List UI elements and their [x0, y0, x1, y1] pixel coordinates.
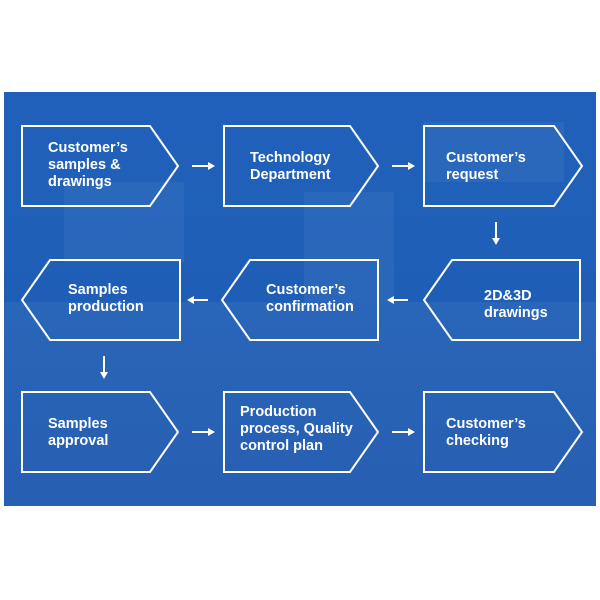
step-label-7: Samples approval: [48, 416, 108, 450]
step-shape-5: [220, 259, 379, 341]
step-8-line-2: process, Quality: [240, 421, 353, 437]
step-shape-7: [21, 391, 180, 473]
arrow-4-5: [387, 296, 408, 304]
step-7-line-2: approval: [48, 433, 109, 449]
step-9-line-2: checking: [446, 433, 509, 449]
step-4-line-2: drawings: [484, 305, 548, 321]
step-label-8: Production process, Quality control plan: [240, 404, 353, 455]
arrow-2-3: [392, 162, 415, 170]
step-shape-3: [423, 125, 584, 207]
step-4-line-1: 2D&3D: [484, 288, 532, 304]
step-1-line-1: Customer’s: [48, 140, 128, 156]
step-shape-6: [20, 259, 181, 341]
step-label-1: Customer’s samples & drawings: [48, 140, 128, 191]
step-label-2: Technology Department: [250, 150, 331, 184]
step-label-9: Customer’s checking: [446, 416, 526, 450]
step-label-5: Customer’s confirmation: [266, 282, 354, 316]
step-2-line-1: Technology: [250, 150, 331, 166]
step-label-6: Samples production: [68, 282, 144, 316]
step-shape-4: [422, 259, 581, 341]
flowchart-panel: Customer’s samples & drawings Technology…: [4, 92, 596, 506]
step-1-line-2: samples &: [48, 157, 121, 173]
step-8-line-3: control plan: [240, 438, 323, 454]
step-label-4: 2D&3D drawings: [484, 288, 548, 322]
step-label-3: Customer’s request: [446, 150, 526, 184]
arrow-5-6: [187, 296, 208, 304]
step-6-line-1: Samples: [68, 282, 128, 298]
arrow-8-9: [392, 428, 415, 436]
arrow-3-4: [492, 222, 500, 245]
step-shape-9: [423, 391, 584, 473]
arrow-7-8: [192, 428, 215, 436]
step-3-line-1: Customer’s: [446, 150, 526, 166]
step-shape-8: [223, 391, 380, 473]
step-3-line-2: request: [446, 167, 499, 183]
step-shape-1: [21, 125, 180, 207]
backdrop-window: [424, 122, 564, 182]
step-shape-2: [223, 125, 380, 207]
step-1-line-3: drawings: [48, 174, 112, 190]
step-6-line-2: production: [68, 299, 144, 315]
arrow-6-7: [100, 356, 108, 379]
step-8-line-1: Production: [240, 404, 317, 420]
step-7-line-1: Samples: [48, 416, 108, 432]
step-9-line-1: Customer’s: [446, 416, 526, 432]
backdrop-machine: [64, 182, 184, 262]
step-5-line-1: Customer’s: [266, 282, 346, 298]
step-5-line-2: confirmation: [266, 299, 354, 315]
step-2-line-2: Department: [250, 167, 331, 183]
arrow-1-2: [192, 162, 215, 170]
flowchart-shapes: [20, 125, 584, 473]
